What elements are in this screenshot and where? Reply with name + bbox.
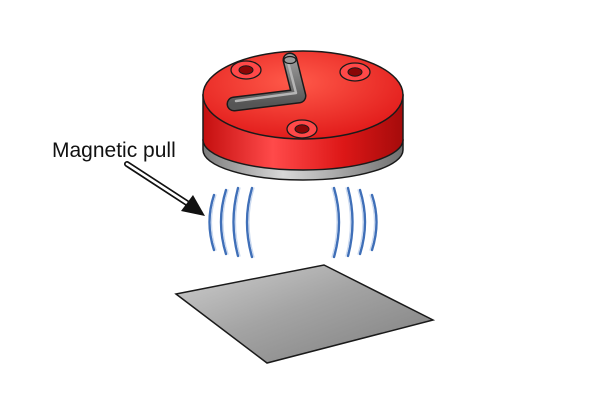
mounting-hole-icon bbox=[339, 62, 371, 82]
steel-plate-icon bbox=[174, 264, 436, 364]
pot-magnet-with-hook-icon bbox=[202, 50, 404, 181]
pointer-arrow-icon bbox=[124, 161, 205, 216]
magnetic-field-lines-icon bbox=[208, 186, 255, 259]
magnetic-field-lines-icon bbox=[331, 186, 378, 259]
magnetic-pull-label: Magnetic pull bbox=[52, 139, 176, 162]
mounting-hole-icon bbox=[230, 60, 262, 80]
mounting-hole-icon bbox=[286, 119, 318, 139]
hook-handle-icon bbox=[226, 52, 307, 112]
